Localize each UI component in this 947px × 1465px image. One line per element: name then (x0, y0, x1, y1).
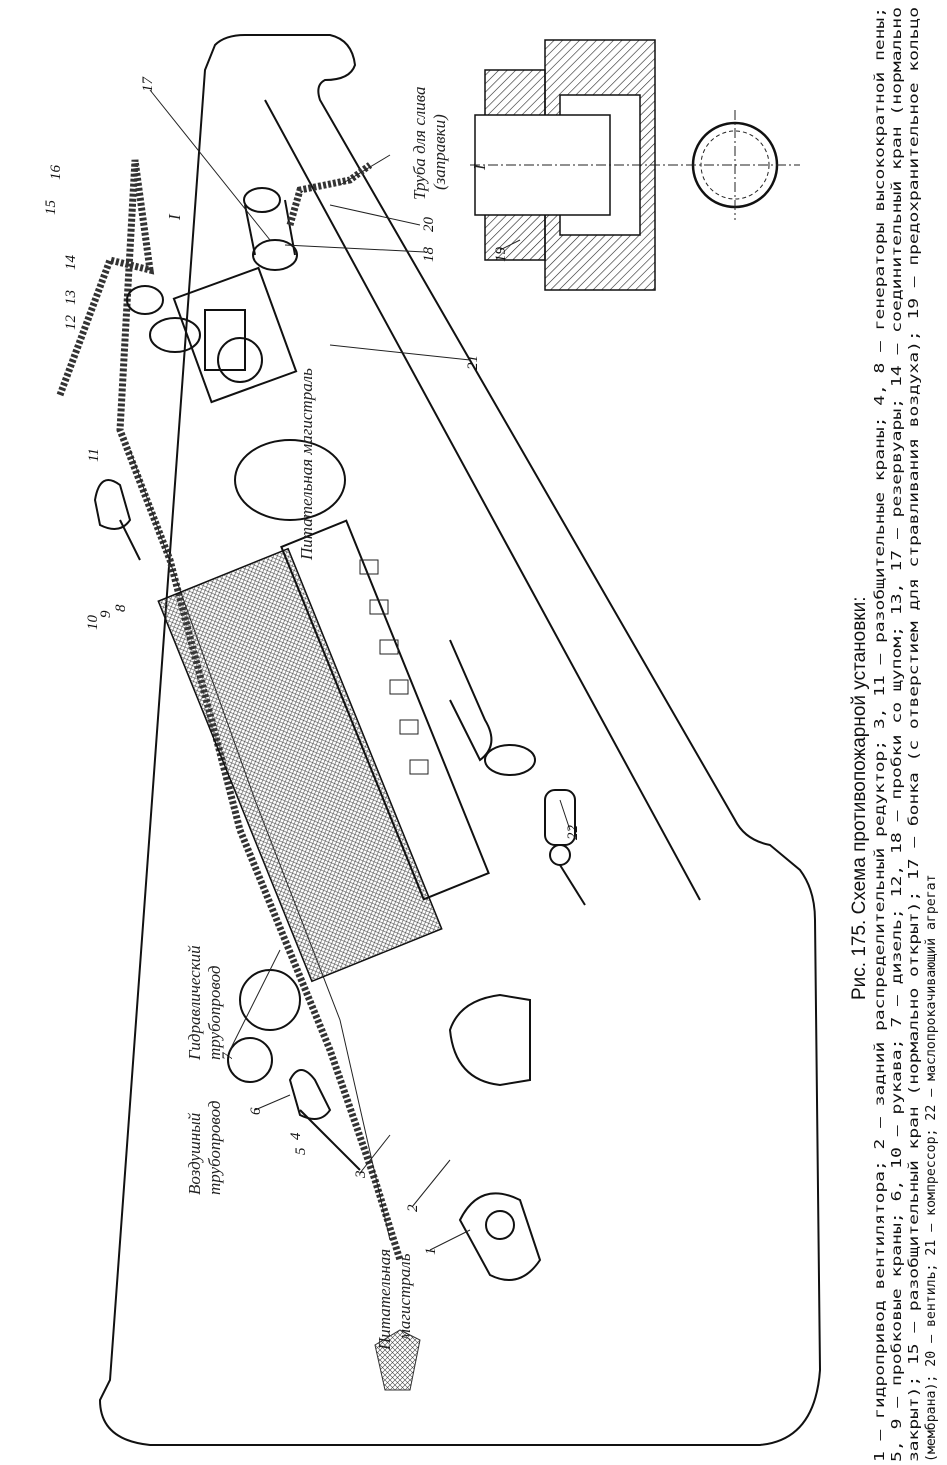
callout-6: 6 (248, 1107, 264, 1115)
callout-21: 21 (465, 355, 481, 370)
caption-line-1: 1 — гидропривод вентилятора; 2 — задний … (873, 7, 888, 1462)
label-hydraulic-line: Гидравлический (185, 945, 204, 1061)
reservoir-13 (126, 285, 201, 353)
label-supply-main-bottom: Питательная (375, 1249, 394, 1351)
foam-generator-4 (288, 1069, 361, 1171)
label-supply-main-top: Питательная магистраль (297, 368, 316, 561)
callout-9: 9 (98, 610, 114, 618)
callout-1: 1 (423, 1248, 439, 1256)
callout-8: 8 (113, 604, 129, 612)
callout-19: 19 (493, 247, 509, 263)
supply-main-pipe (56, 159, 404, 1262)
caption-line-3: закрыт); 15 — разобщительный кран (норма… (907, 7, 922, 1462)
callout-20: 20 (421, 217, 437, 233)
label-air-line: Воздушный (185, 1112, 204, 1195)
callout-15: 15 (43, 200, 59, 216)
vehicle-frame-outline (98, 34, 822, 1446)
callout-16: 16 (48, 165, 64, 181)
label-drain-pipe: Труба для слива (410, 86, 429, 200)
diesel-engine (157, 439, 536, 1083)
caption-line-2: 5, 9 — пробковые краны; 6, 10 — рукава; … (890, 7, 905, 1462)
callout-11: 11 (86, 448, 102, 462)
callout-17: 17 (140, 76, 156, 93)
compressor (172, 266, 298, 404)
reservoir-17 (243, 187, 298, 271)
callout-18: 18 (421, 247, 437, 263)
callout-22: 22 (565, 825, 581, 841)
label-drain-pipe-2: (заправки) (430, 114, 449, 190)
oil-pumping-unit (544, 789, 586, 906)
callout-13: 13 (63, 290, 79, 305)
section-detail-I (470, 39, 800, 291)
label-supply-main-bottom-2: магистраль (395, 1253, 414, 1341)
fan-hydraulic-drive (448, 993, 542, 1281)
callout-3: 3 (353, 1171, 369, 1180)
drain-valve (286, 162, 373, 226)
callout-10: 10 (85, 615, 101, 631)
callout-2: 2 (405, 1204, 421, 1212)
callout-14: 14 (63, 255, 79, 271)
callout-4: 4 (288, 1132, 304, 1140)
frame-inner-edge (264, 99, 701, 901)
foam-generator-8 (93, 479, 141, 561)
callout-5: 5 (293, 1147, 309, 1155)
label-air-line-2: трубопровод (205, 1100, 224, 1195)
section-mark: I (165, 213, 184, 221)
caption-line-4: (мембрана); 20 — вентиль; 21 — компрессо… (924, 874, 939, 1462)
section-mark-detail: I (470, 163, 489, 171)
figure-title: Рис. 175. Схема противопожарной установк… (849, 597, 870, 1001)
label-hydraulic-line-2: трубопровод (205, 965, 224, 1060)
callout-12: 12 (63, 315, 79, 331)
leader-lines (149, 89, 571, 1251)
callout-7: 7 (220, 1051, 236, 1060)
drain-pad (374, 1329, 421, 1391)
